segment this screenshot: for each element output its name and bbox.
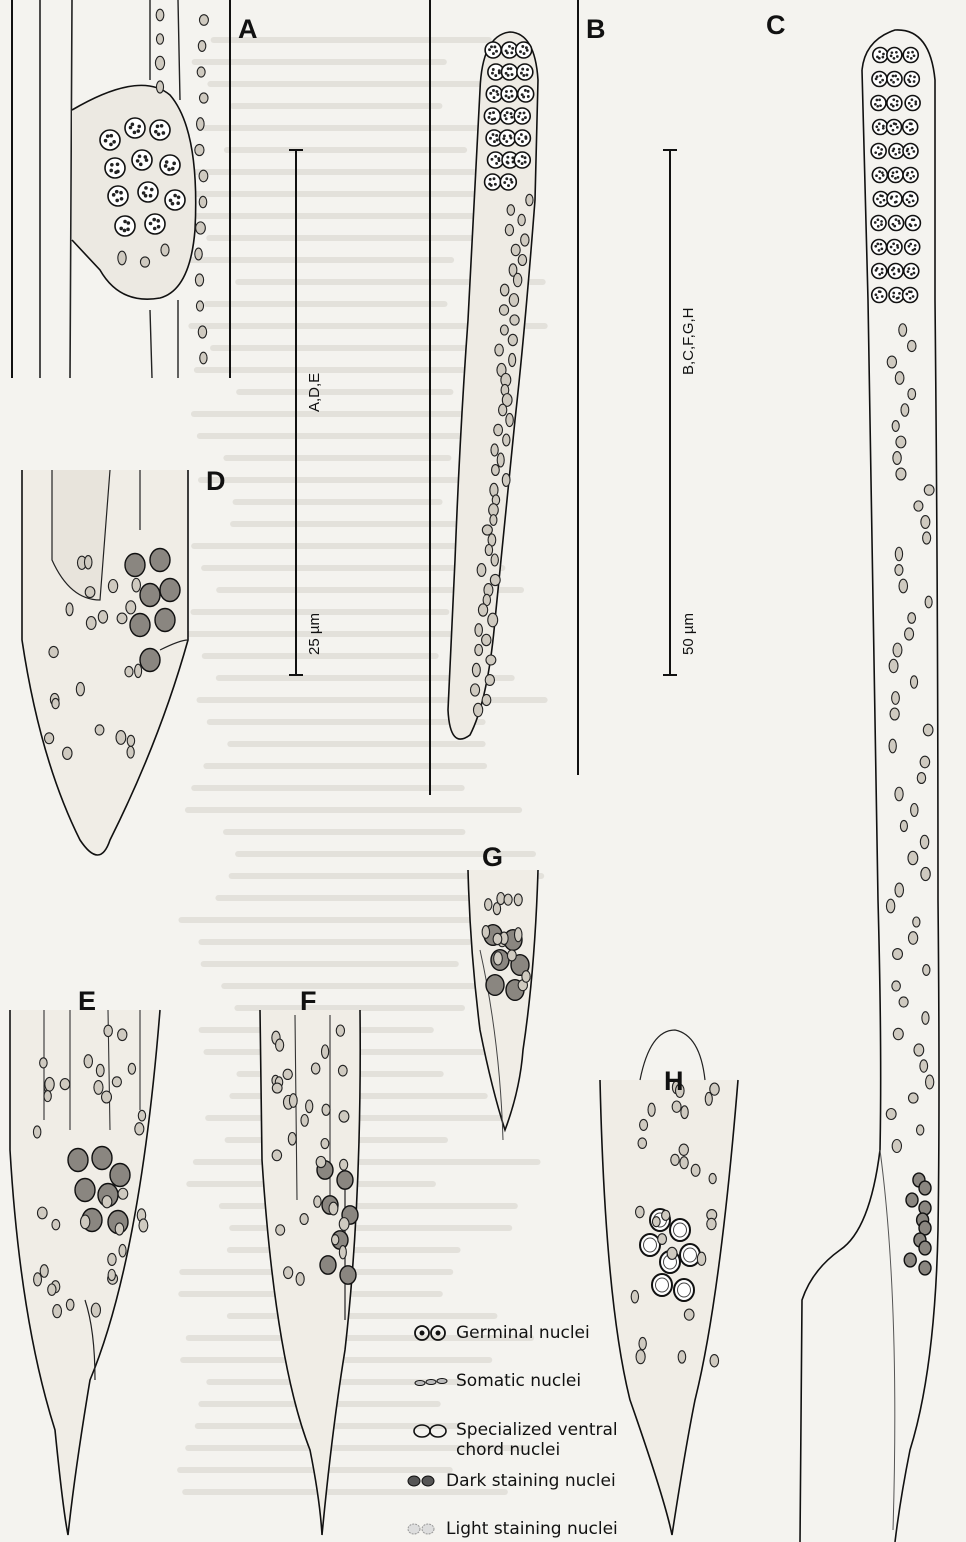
scale-left-applies-to: A,D,E — [306, 373, 323, 412]
panel-a-drawing — [12, 0, 230, 378]
legend-label-germinal: Germinal nuclei — [456, 1323, 590, 1343]
legend-label-dark: Dark staining nuclei — [446, 1471, 616, 1491]
panel-label-d: D — [206, 466, 226, 497]
panel-c-drawing — [800, 30, 939, 1542]
panel-label-f: F — [300, 986, 317, 1017]
scale-bar-right — [663, 150, 677, 675]
scale-right-length: 50 µm — [680, 613, 697, 655]
legend-dark: Dark staining nuclei — [400, 1470, 616, 1492]
germinal-nuclei-icon — [410, 1322, 450, 1344]
legend-label-ventral-chord: Specialized ventral chord nuclei — [456, 1420, 618, 1460]
panel-label-c: C — [766, 10, 786, 41]
panel-label-h: H — [664, 1066, 684, 1097]
scale-left-length: 25 µm — [306, 613, 323, 655]
legend-label-somatic: Somatic nuclei — [456, 1371, 581, 1391]
light-staining-nuclei-icon — [400, 1518, 440, 1540]
panel-label-e: E — [78, 986, 96, 1017]
ventral-chord-nuclei-icon — [410, 1420, 450, 1442]
legend-ventral-chord: Specialized ventral chord nuclei — [410, 1420, 618, 1460]
panel-label-g: G — [482, 842, 503, 873]
panel-h-drawing — [600, 1030, 738, 1535]
somatic-nuclei-icon — [410, 1370, 450, 1392]
legend-somatic: Somatic nuclei — [410, 1370, 581, 1392]
dark-staining-nuclei-icon — [400, 1470, 440, 1492]
legend-label-light: Light staining nuclei — [446, 1519, 618, 1539]
legend-light: Light staining nuclei — [400, 1518, 618, 1540]
panel-label-a: A — [238, 14, 258, 45]
scale-right-applies-to: B,C,F,G,H — [680, 307, 697, 375]
panel-d-drawing — [22, 470, 188, 855]
panel-e-drawing — [10, 1010, 160, 1535]
legend-germinal: Germinal nuclei — [410, 1322, 590, 1344]
panel-f-drawing — [260, 1010, 360, 1535]
panel-g-drawing — [468, 870, 538, 1140]
panel-label-b: B — [586, 14, 606, 45]
